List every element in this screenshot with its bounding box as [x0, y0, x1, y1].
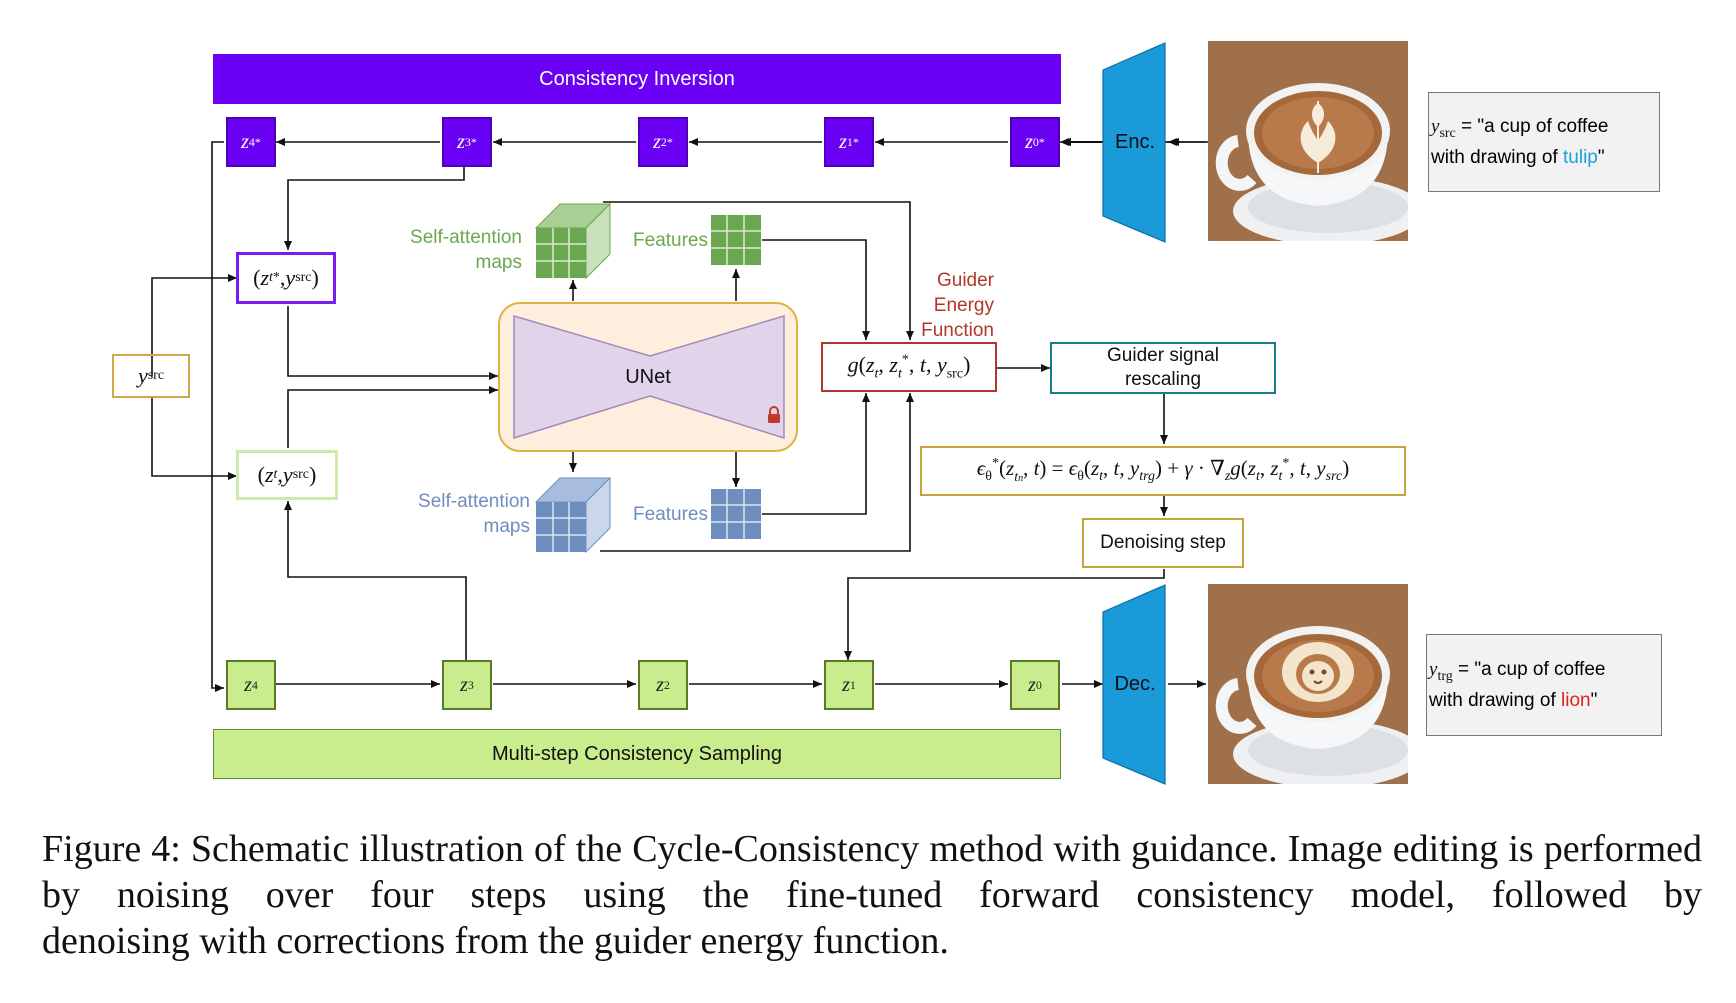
unet-label: UNet — [625, 366, 671, 388]
unet-shape — [513, 314, 785, 440]
self-attention-bottom-line1: Self-attention — [418, 491, 530, 512]
target-prompt-word: lion — [1561, 690, 1591, 712]
target-coffee-image — [1208, 584, 1408, 784]
self-attention-top-label: Self-attention maps — [380, 225, 522, 275]
features-bottom-label: Features — [633, 504, 708, 525]
guider-line2: Energy — [933, 295, 994, 316]
self-attention-cube-top — [534, 202, 612, 280]
source-coffee-image — [1208, 41, 1408, 241]
consistency-inversion-banner: Consistency Inversion — [213, 54, 1061, 104]
source-prompt-line1: ysrc = "a cup of coffee — [1431, 115, 1609, 141]
guider-rescaling-box: Guider signal rescaling — [1050, 342, 1276, 394]
lock-icon — [768, 406, 780, 423]
source-prompt-text-box: ysrc = "a cup of coffee with drawing of … — [1428, 92, 1660, 192]
denoising-step-label: Denoising step — [1100, 532, 1226, 553]
source-prompt-line2-a: with drawing of — [1431, 147, 1564, 169]
caption-label: Figure 4: — [42, 828, 181, 870]
target-prompt-line1-text: = "a cup of coffee — [1458, 658, 1606, 680]
caption-text: Schematic illustration of the Cycle-Cons… — [42, 828, 1703, 916]
self-attention-bottom-line2: maps — [483, 516, 530, 537]
unet-block: UNet — [498, 302, 798, 452]
self-attention-cube-bottom — [534, 476, 612, 554]
decoder-label: Dec. — [1114, 672, 1156, 695]
source-prompt-word: tulip — [1563, 147, 1598, 169]
self-attention-top-line2: maps — [475, 252, 522, 273]
target-prompt-line1: ytrg = "a cup of coffee — [1429, 658, 1606, 684]
guider-energy-label: Guider Energy Function — [900, 268, 994, 343]
rescaling-line2: rescaling — [1124, 369, 1202, 390]
target-prompt-text-box: ytrg = "a cup of coffee with drawing of … — [1426, 634, 1662, 736]
features-grid-bottom — [711, 489, 761, 539]
multi-step-sampling-banner: Multi-step Consistency Sampling — [213, 729, 1061, 779]
features-top-label: Features — [633, 230, 708, 251]
rescaling-line1: Guider signal — [1107, 345, 1219, 366]
multi-step-sampling-label: Multi-step Consistency Sampling — [491, 742, 783, 765]
features-grid-top — [711, 215, 761, 265]
decoder-block — [1102, 584, 1166, 785]
guider-line3: Function — [921, 320, 994, 341]
source-prompt-line2-b: " — [1597, 147, 1605, 169]
target-prompt-line2: with drawing of lion" — [1429, 688, 1659, 713]
guider-function-box: g(zt, zt*, t, ysrc) — [821, 342, 997, 392]
target-prompt-line2-a: with drawing of — [1429, 690, 1562, 712]
source-prompt-line1-text: = "a cup of coffee — [1461, 115, 1609, 137]
source-prompt-line2: with drawing of tulip" — [1431, 145, 1657, 170]
guider-line1: Guider — [936, 270, 994, 291]
figure-caption-last-line: denoising with corrections from the guid… — [42, 920, 949, 962]
figure-caption: Figure 4: Schematic illustration of the … — [42, 826, 1702, 918]
target-prompt-line2-b: " — [1590, 690, 1598, 712]
consistency-inversion-label: Consistency Inversion — [539, 67, 735, 90]
self-attention-top-line1: Self-attention — [410, 227, 522, 248]
denoising-step-box: Denoising step — [1082, 518, 1244, 568]
method-diagram: Consistency Inversion Multi-step Consist… — [112, 41, 1662, 785]
guided-noise-formula: ϵθ*(ztn, t) = ϵθ(zt, t, ytrg) + γ · ∇zg(… — [920, 446, 1406, 496]
encoder-label: Enc. — [1114, 130, 1156, 153]
self-attention-bottom-label: Self-attention maps — [380, 489, 530, 539]
encoder-block — [1102, 42, 1166, 243]
diagram-arrows — [151, 138, 1206, 692]
